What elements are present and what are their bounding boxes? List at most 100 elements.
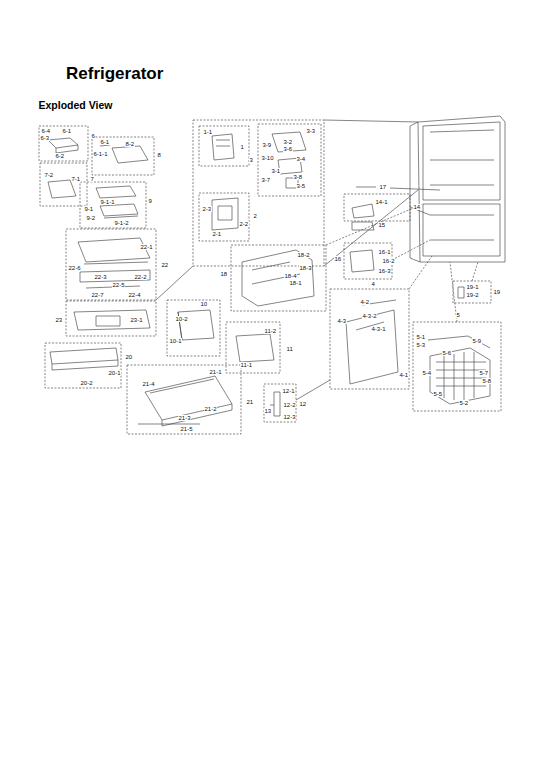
callout-number: 5-8 [482,378,492,384]
callout-number: 3-5 [296,183,306,189]
callout-number: 10-1 [169,338,182,344]
callout-number: 16-2 [382,258,395,264]
callout-number: 4-3-1 [371,326,386,332]
callout-number: 4 [371,281,375,287]
callout-number: 18 [220,271,228,277]
callout-number: 5-9 [472,338,482,344]
callout-number: 6-1 [100,139,110,145]
callout-number: 7 [90,176,94,182]
callout-number: 18-3 [299,265,312,271]
callout-number: 3-9 [262,142,272,148]
callout-number: 5-6 [442,350,452,356]
section-heading: Exploded View [38,100,113,111]
callout-number: 22-1 [140,244,153,250]
callout-number: 3-3 [306,128,316,134]
callout-number: 14-1 [375,199,388,205]
callout-number: 16-3 [378,268,391,274]
callout-number: 11-1 [240,362,253,368]
callout-number: 8-2 [125,141,135,147]
callout-number: 21 [246,399,254,405]
callout-number: 22-2 [134,274,147,280]
callout-number: 12-1 [282,388,295,394]
callout-number: 22-4 [128,292,141,298]
callout-number: 5 [456,312,460,318]
callout-number: 20-2 [80,380,93,386]
callout-number: 2 [253,213,257,219]
page-title: Refrigerator [66,64,163,84]
callout-number: 9-2 [86,215,96,221]
callout-number: 21-3 [178,415,191,421]
callout-number: 1 [240,144,244,150]
callout-number: 12-2 [283,402,296,408]
callout-number: 23 [55,317,63,323]
callout-number: 22-5 [112,282,125,288]
callout-number: 16-1 [378,249,391,255]
callout-number: 12 [299,401,307,407]
callout-number: 5-3 [416,342,426,348]
callout-number: 22-7 [91,292,104,298]
callout-number: 21-5 [180,426,193,432]
callout-number: 8 [157,152,161,158]
callout-number: 9 [148,198,152,204]
callout-number: 18-2 [297,252,310,258]
callout-number: 6-1 [62,128,72,134]
callout-number: 11-2 [264,328,277,334]
callout-number: 22-6 [68,265,81,271]
callout-number: 2-1 [212,231,222,237]
callout-number: 4-3 [337,318,347,324]
callout-number: 14 [413,204,421,210]
callout-number: 12-3 [283,414,296,420]
callout-number: 22-3 [94,274,107,280]
callout-number: 7-1 [71,176,81,182]
callout-number: 2-2 [239,221,249,227]
callout-number: 22 [161,262,169,268]
callout-number: 3-10 [261,155,274,161]
callout-number: 5-5 [433,391,443,397]
callout-number: 13 [264,408,272,414]
callout-number: 9-1 [84,206,94,212]
callout-number: 3-2 [283,139,293,145]
callout-number: 6-1-1 [93,151,108,157]
callout-number: 1-1 [203,129,213,135]
callout-number: 3-8 [293,174,303,180]
callout-number: 5-2 [459,400,469,406]
callout-number: 21-1 [209,369,222,375]
callout-number: 16 [334,256,342,262]
callout-number: 10 [200,301,208,307]
callout-number: 5-4 [422,370,432,376]
callout-number: 3-6 [283,146,293,152]
callout-number: 4-3-2 [362,313,377,319]
callout-number: 21-2 [204,406,217,412]
callout-number: 3-4 [296,156,306,162]
callout-number: 23-1 [130,317,143,323]
callout-number: 9-1-2 [114,220,129,226]
callout-number: 2-3 [202,206,212,212]
callout-number: 19 [493,289,501,295]
callout-number: 6-2 [55,153,65,159]
callout-number: 6-4 [41,128,51,134]
callout-number: 7-2 [44,172,54,178]
callout-number: 3 [249,157,253,163]
callout-number: 18-4 [284,273,297,279]
callout-number: 4-2 [360,299,370,305]
callout-number: 20-1 [108,370,121,376]
callout-number: 4-1 [399,372,409,378]
callout-number: 9-1-1 [100,199,115,205]
callout-number: 20 [125,354,133,360]
callout-number: 10-2 [175,316,188,322]
callout-number: 3-1 [271,168,281,174]
callout-number: 21-4 [142,381,155,387]
callout-number: 18-1 [289,280,302,286]
callout-number: 5-1 [416,334,426,340]
callout-number: 3-7 [261,177,271,183]
callout-number: 6-3 [40,135,50,141]
callout-number: 17 [379,184,387,190]
callout-number: 5-7 [479,370,489,376]
callout-number: 19-2 [466,292,479,298]
callout-number: 15 [378,222,386,228]
callout-number: 6 [91,133,95,139]
callout-number: 11 [286,346,293,352]
callout-number: 19-1 [466,284,479,290]
